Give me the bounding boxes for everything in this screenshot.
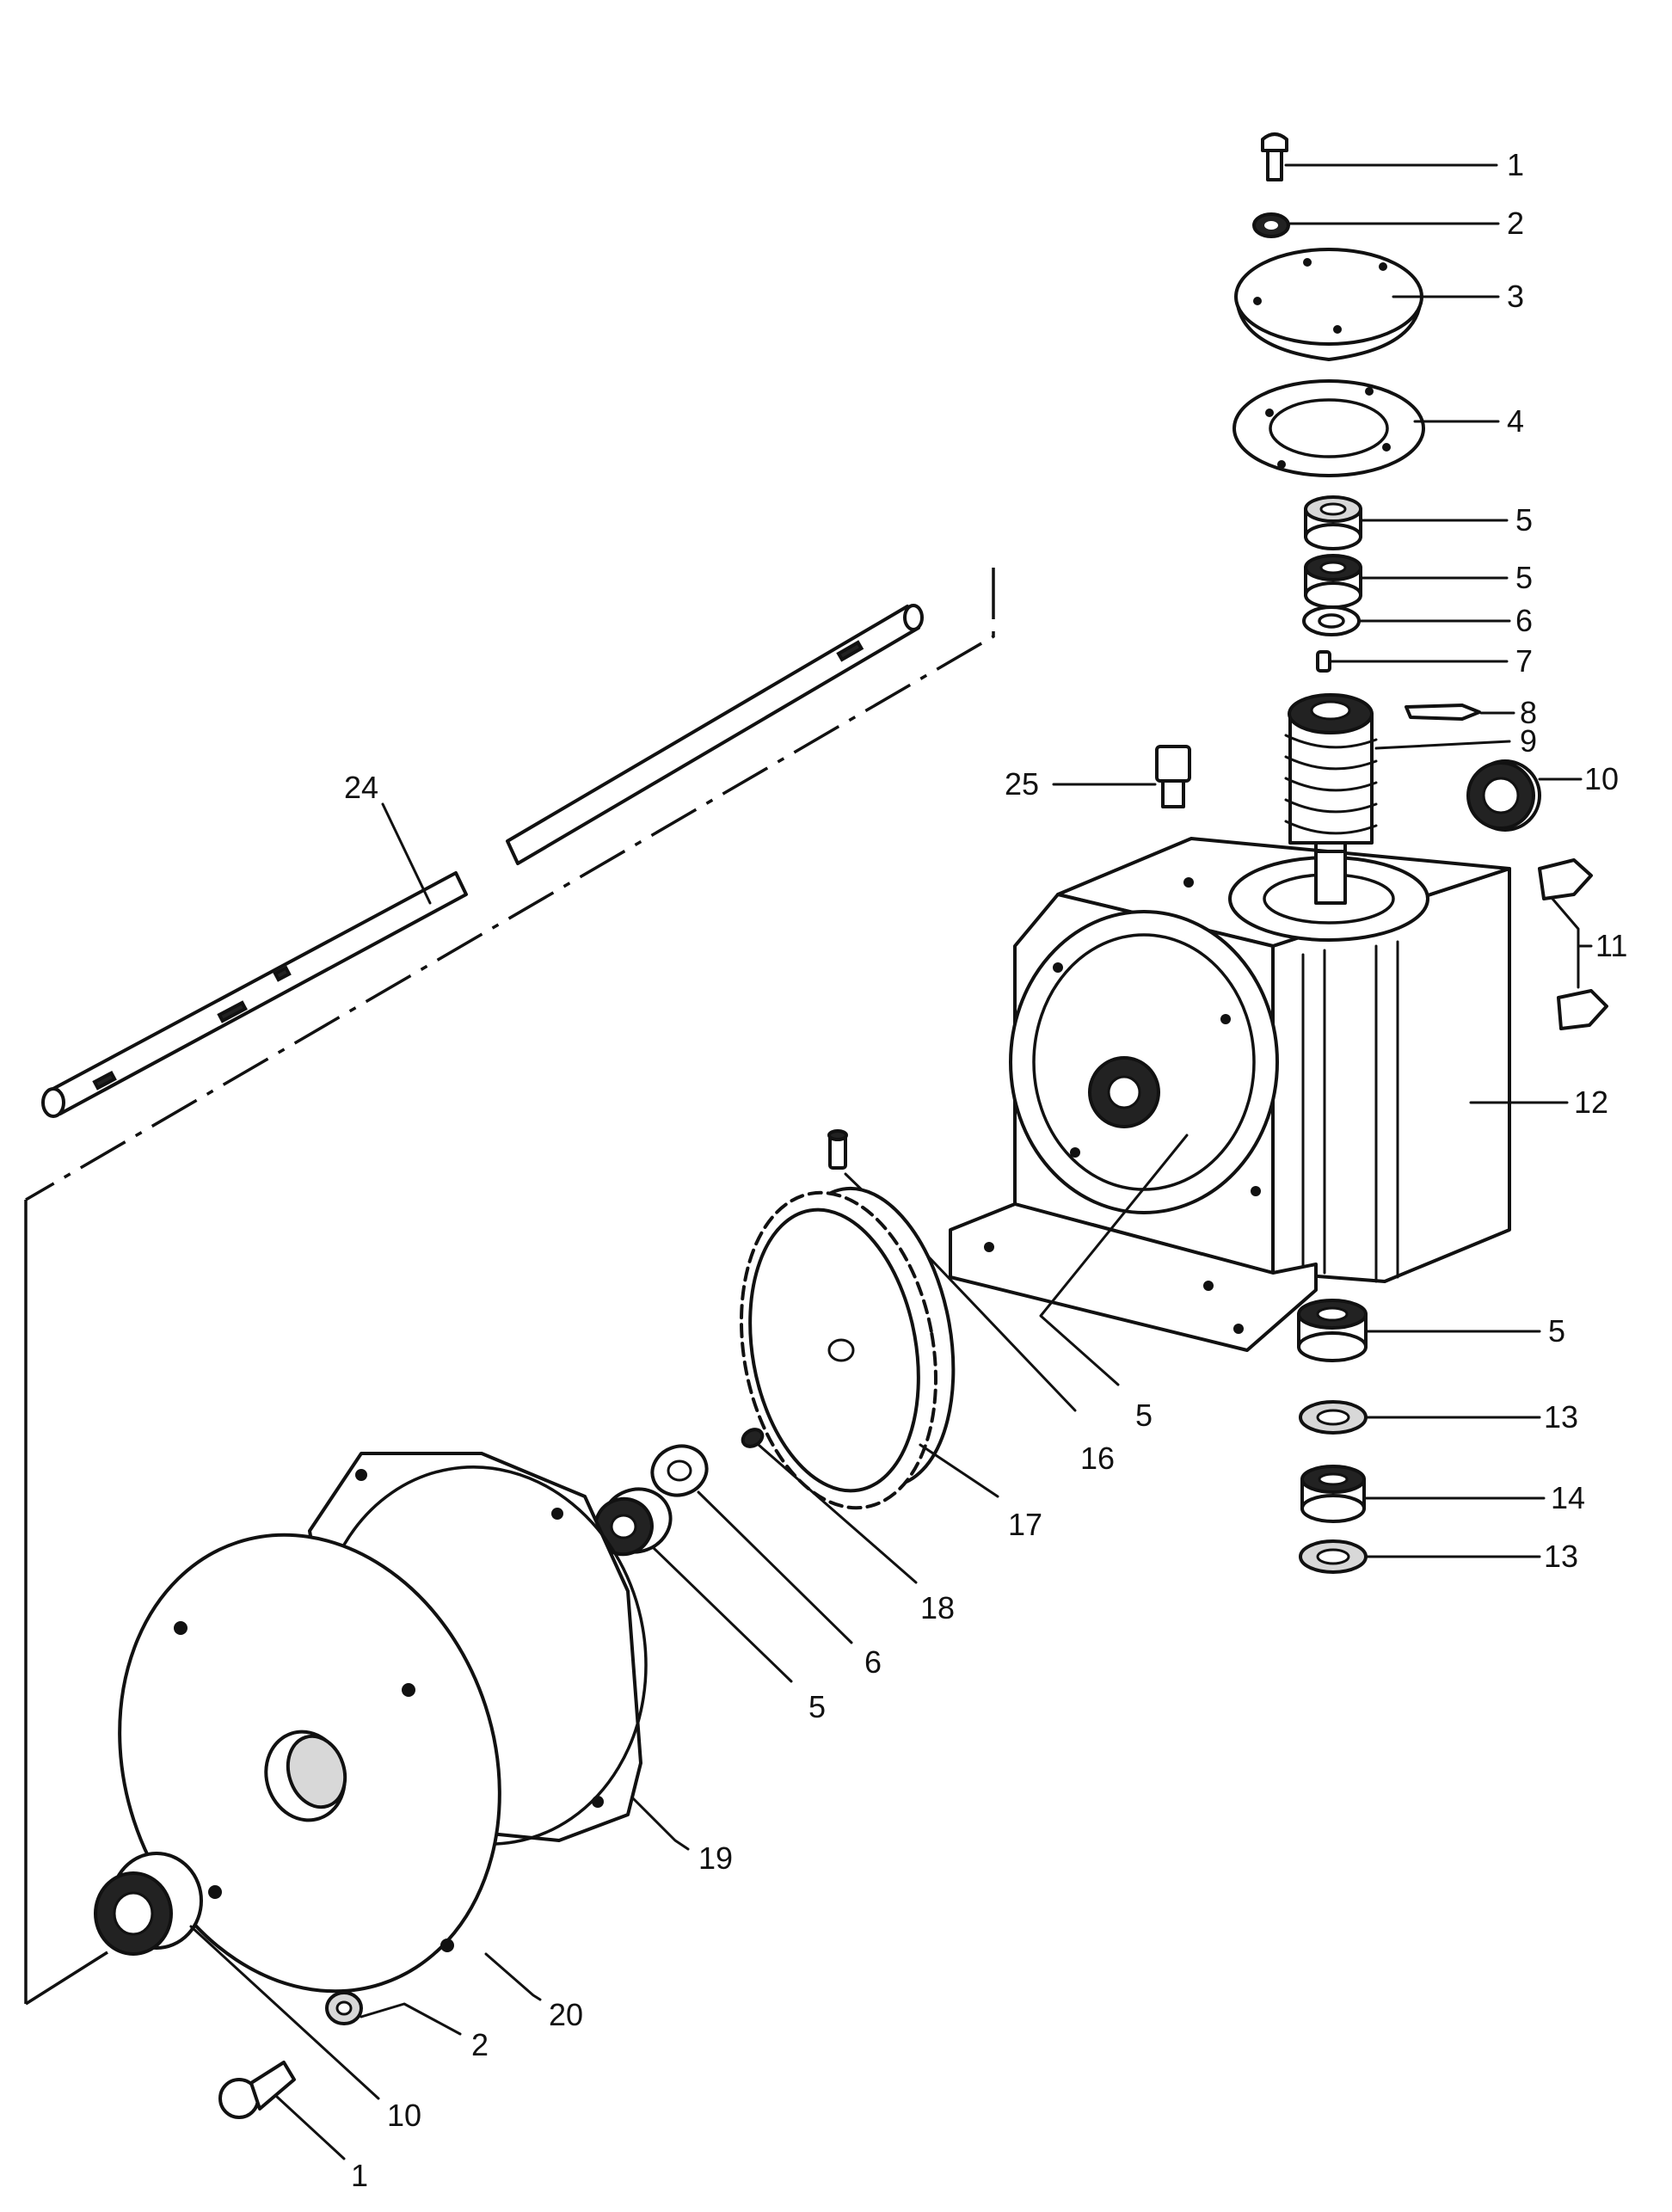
pin-part-8 (1405, 704, 1515, 721)
callout-18: 18 (920, 1590, 955, 1625)
callout-5-a: 5 (1515, 502, 1533, 538)
callout-9: 9 (1520, 723, 1537, 759)
callout-1-bottom: 1 (351, 2158, 368, 2193)
callout-11: 11 (1595, 928, 1627, 963)
bearing-part-10-right (1466, 759, 1583, 832)
end-cover-part-20 (118, 1533, 542, 2001)
bearing-part-10-bottom (94, 1852, 380, 2100)
callout-13-b: 13 (1544, 1539, 1578, 1574)
washer-part-2-top (1252, 212, 1500, 238)
callout-14: 14 (1551, 1480, 1585, 1515)
gearbox-housing-part-12 (949, 837, 1569, 1352)
key-part-18 (741, 1428, 918, 1584)
callout-5-c: 5 (1548, 1313, 1565, 1349)
callout-13-a: 13 (1544, 1399, 1578, 1435)
shaft-boundary-lines (24, 568, 995, 2006)
callout-1-top: 1 (1507, 147, 1524, 182)
callout-20: 20 (549, 1997, 583, 2032)
leader-part-5-d (1039, 1134, 1189, 1386)
spur-gear-part-17 (740, 1186, 999, 1510)
callout-3: 3 (1507, 279, 1524, 314)
seal-part-13-b (1299, 1539, 1541, 1574)
callout-2-top: 2 (1507, 206, 1524, 241)
bearing-part-5-a (1304, 495, 1509, 550)
callout-19: 19 (698, 1840, 733, 1876)
bearing-part-5-b (1304, 554, 1509, 609)
spacer-part-6-bottom (650, 1444, 853, 1644)
plug-part-11 (1538, 858, 1608, 1030)
seal-part-13-a (1299, 1400, 1541, 1435)
callout-6-top: 6 (1515, 603, 1533, 638)
callout-17: 17 (1008, 1507, 1042, 1542)
spacer-part-6-top (1302, 605, 1511, 636)
bearing-part-5-e (593, 1487, 793, 1683)
callout-8: 8 (1520, 695, 1537, 730)
callout-labels: 1 2 3 4 5 5 6 7 8 9 10 25 11 12 24 5 13 … (344, 147, 1627, 2193)
callout-24: 24 (344, 770, 378, 805)
callout-16: 16 (1080, 1441, 1115, 1476)
callout-4: 4 (1507, 403, 1524, 439)
callout-5-b: 5 (1515, 560, 1533, 595)
breather-plug-part-25 (1052, 745, 1191, 808)
bearing-part-14 (1300, 1465, 1546, 1523)
callout-5-d: 5 (1135, 1398, 1153, 1433)
callout-10-bottom: 10 (387, 2098, 421, 2133)
gasket-part-4 (1232, 379, 1500, 477)
callout-10-right: 10 (1584, 761, 1619, 796)
shaft-part-24 (41, 604, 924, 1118)
callout-2-bottom: 2 (471, 2027, 489, 2062)
callout-6-bottom: 6 (864, 1644, 882, 1680)
bolt-part-1-bottom (218, 2061, 346, 2160)
cover-plate-part-3 (1234, 248, 1500, 361)
callout-7: 7 (1515, 643, 1533, 679)
bolt-part-1-top (1261, 132, 1498, 181)
callout-25: 25 (1005, 766, 1039, 802)
bearing-part-5-c (1297, 1299, 1541, 1362)
key-part-7 (1316, 650, 1509, 673)
washer-part-2-bottom (325, 1991, 462, 2036)
callout-12: 12 (1574, 1084, 1608, 1120)
callout-5-e: 5 (808, 1689, 826, 1724)
